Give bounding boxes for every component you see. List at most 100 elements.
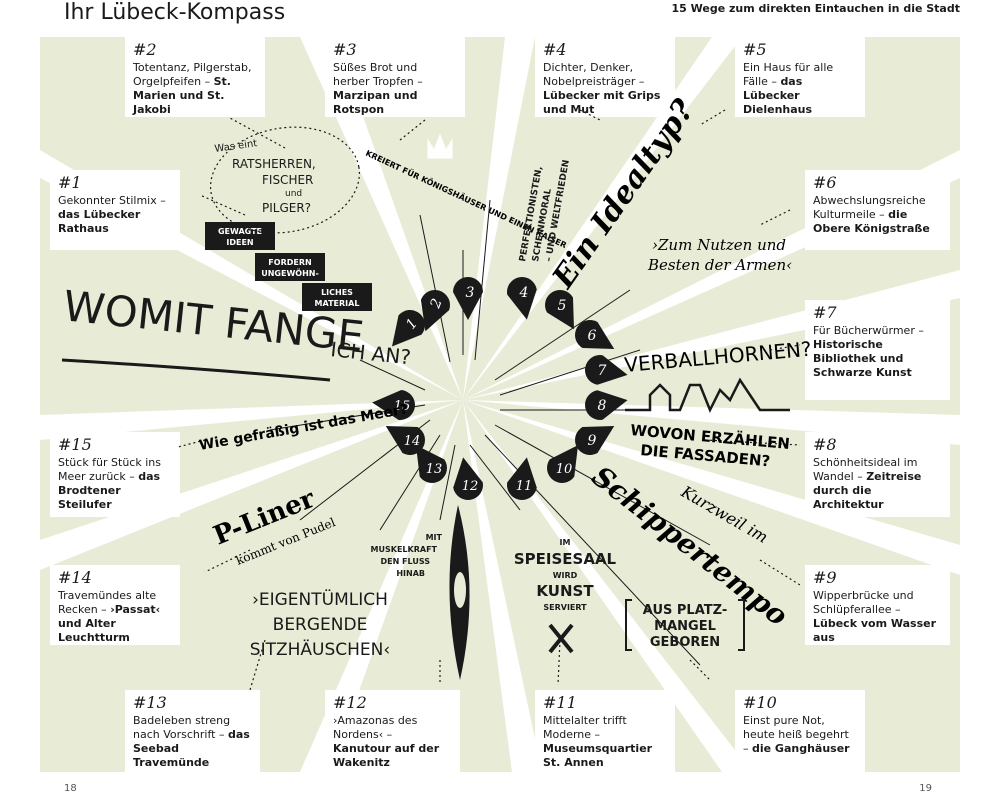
card-10[interactable]: #10 Einst pure Not, heute heiß begehrt –… — [735, 690, 865, 772]
platz-line: MANGEL — [654, 619, 716, 634]
card-2[interactable]: #2 Totentanz, Pilgerstab, Orgelpfeifen –… — [125, 37, 265, 117]
card-highlight: das Brodtener Steilufer — [58, 470, 161, 511]
ray — [463, 37, 742, 400]
card-9[interactable]: #9 Wipperbrücke und Schlüpferallee – Lüb… — [805, 565, 950, 645]
nutzen-line-2: Besten der Armen‹ — [647, 256, 792, 274]
drop-marker — [392, 310, 425, 347]
card-number: #6 — [813, 173, 837, 192]
card-12[interactable]: #12 ›Amazonas des Nordens‹ – Kanutour au… — [325, 690, 460, 772]
card-highlight: Lübecker mit Grips und Mut — [543, 89, 661, 116]
card-15[interactable]: #15 Stück für Stück ins Meer zurück – da… — [50, 432, 180, 517]
card-3[interactable]: #3 Süßes Brot und herber Tropfen – Marzi… — [325, 37, 465, 117]
ray — [300, 37, 463, 400]
card-number: #4 — [543, 40, 567, 59]
card-highlight: Zeitreise durch die Architektur — [813, 470, 922, 511]
drop-marker — [507, 457, 537, 500]
verballhornen-text: VERBALLHORNEN? — [623, 337, 812, 377]
card-6[interactable]: #6 Abwechslungsreiche Kulturmeile – die … — [805, 170, 950, 250]
card-14[interactable]: #14 Travemündes alte Recken – ›Passat‹ u… — [50, 565, 180, 645]
drop-label: 8 — [598, 398, 607, 414]
drop-markers: 1 2 3 4 5 6 7 8 9 10 11 12 13 14 15 — [372, 277, 628, 500]
tag-boxes: GEWAGTE IDEEN FORDERN UNGEWÖHN- LICHES M… — [205, 222, 372, 311]
bubble-line: FISCHER — [262, 173, 313, 187]
platzmangel-block: AUS PLATZ- MANGEL GEBOREN — [625, 599, 745, 651]
card-text: Süßes Brot und herber Tropfen – — [333, 61, 423, 88]
card-text: Einst pure Not, heute heiß begehrt – — [743, 714, 849, 755]
card-highlight: die Ganghäuser — [752, 742, 850, 755]
ray — [463, 400, 542, 772]
drop-marker — [575, 426, 615, 455]
speise-line: SPEISESAAL — [514, 550, 617, 568]
drop-label: 15 — [394, 399, 411, 414]
underline — [61, 358, 331, 382]
drop-marker — [507, 277, 537, 320]
card-number: #13 — [133, 693, 167, 712]
ray — [40, 400, 463, 570]
tag-text: MATERIAL — [315, 299, 360, 308]
drop-marker — [585, 390, 628, 420]
card-highlight: St. Marien und St. Jakobi — [133, 75, 231, 116]
sitz-line: BERGENDE — [273, 615, 368, 635]
muskel-line: MUSKELKRAFT — [371, 545, 438, 554]
card-7[interactable]: #7 Für Bücherwürmer – Historische Biblio… — [805, 300, 950, 400]
sitz-line: ›EIGENTÜMLICH — [252, 588, 388, 610]
card-text: Stück für Stück ins Meer zurück – — [58, 456, 161, 483]
page-title: Ihr Lübeck-Kompass — [64, 0, 286, 25]
muskel-line: DEN FLUSS — [380, 557, 430, 566]
page-number-left: 18 — [64, 783, 77, 794]
card-number: #14 — [58, 568, 92, 587]
card-5[interactable]: #5 Ein Haus für alle Fälle – das Lübecke… — [735, 37, 865, 117]
bubble-line: und — [285, 189, 302, 199]
tag-text: GEWAGTE — [218, 227, 262, 236]
card-highlight: Marzipan und Rotspon — [333, 89, 418, 116]
page-subtitle: 15 Wege zum direkten Eintauchen in die S… — [671, 2, 960, 15]
card-1[interactable]: #1 Gekonnter Stilmix – das Lübecker Rath… — [50, 170, 180, 250]
ray — [463, 400, 752, 772]
card-highlight: Museumsquartier St. Annen — [543, 742, 653, 769]
nutzen-line-1: ›Zum Nutzen und — [652, 236, 786, 254]
card-number: #15 — [58, 435, 92, 454]
ray — [40, 400, 463, 440]
card-highlight: Kanutour auf der Wakenitz — [333, 742, 440, 769]
card-11[interactable]: #11 Mittelalter trifft Moderne – Museums… — [535, 690, 675, 772]
drop-marker — [585, 355, 628, 385]
card-highlight: das Seebad Travemünde — [133, 728, 250, 769]
card-text: Travemündes alte Recken – — [58, 589, 157, 616]
drop-label: 3 — [466, 285, 475, 301]
muskel-text: MIT MUSKELKRAFT DEN FLUSS HINAB — [371, 533, 443, 578]
canoe-icon — [449, 505, 470, 680]
drop-label: 10 — [556, 462, 573, 477]
speise-line: IM — [560, 538, 571, 547]
card-text: Wipperbrücke und Schlüpferallee – — [813, 589, 914, 616]
card-13[interactable]: #13 Badeleben streng nach Vorschrift – d… — [125, 690, 260, 772]
drop-marker — [415, 445, 447, 483]
card-highlight: die Obere Königstraße — [813, 208, 930, 235]
tag-text: IDEEN — [226, 238, 253, 247]
drop-marker — [372, 390, 415, 420]
speise-line: KUNST — [536, 582, 594, 600]
card-8[interactable]: #8 Schönheitsideal im Wandel – Zeitreise… — [805, 432, 950, 517]
tag-text: FORDERN — [268, 258, 311, 267]
card-number: #8 — [813, 435, 837, 454]
cutlery-icon — [548, 623, 574, 654]
card-text: Mittelalter trifft Moderne – — [543, 714, 627, 741]
ray — [463, 37, 535, 400]
platz-line: GEBOREN — [650, 635, 720, 650]
drop-label: 7 — [598, 363, 607, 379]
drop-label: 12 — [462, 479, 479, 494]
page-number-right: 19 — [919, 783, 932, 794]
card-number: #11 — [543, 693, 577, 712]
drop-label: 6 — [588, 328, 597, 344]
card-text: ›Amazonas des Nordens‹ – — [333, 714, 418, 741]
drop-label: 14 — [404, 434, 421, 449]
card-text: Schönheitsideal im Wandel – — [813, 456, 918, 483]
meer-text: Wie gefräßig ist das Meer? — [198, 401, 409, 454]
card-4[interactable]: #4 Dichter, Denker, Nobelpreisträger – L… — [535, 37, 675, 117]
bubble-line: Was eint — [214, 138, 258, 155]
card-highlight: Historische Bibliothek und Schwarze Kuns… — [813, 338, 912, 379]
card-number: #10 — [743, 693, 777, 712]
card-text: Dichter, Denker, Nobelpreisträger – — [543, 61, 645, 88]
card-highlight: ›Passat‹ und Alter Leuchtturm — [58, 603, 161, 644]
connector-lines — [177, 109, 801, 691]
